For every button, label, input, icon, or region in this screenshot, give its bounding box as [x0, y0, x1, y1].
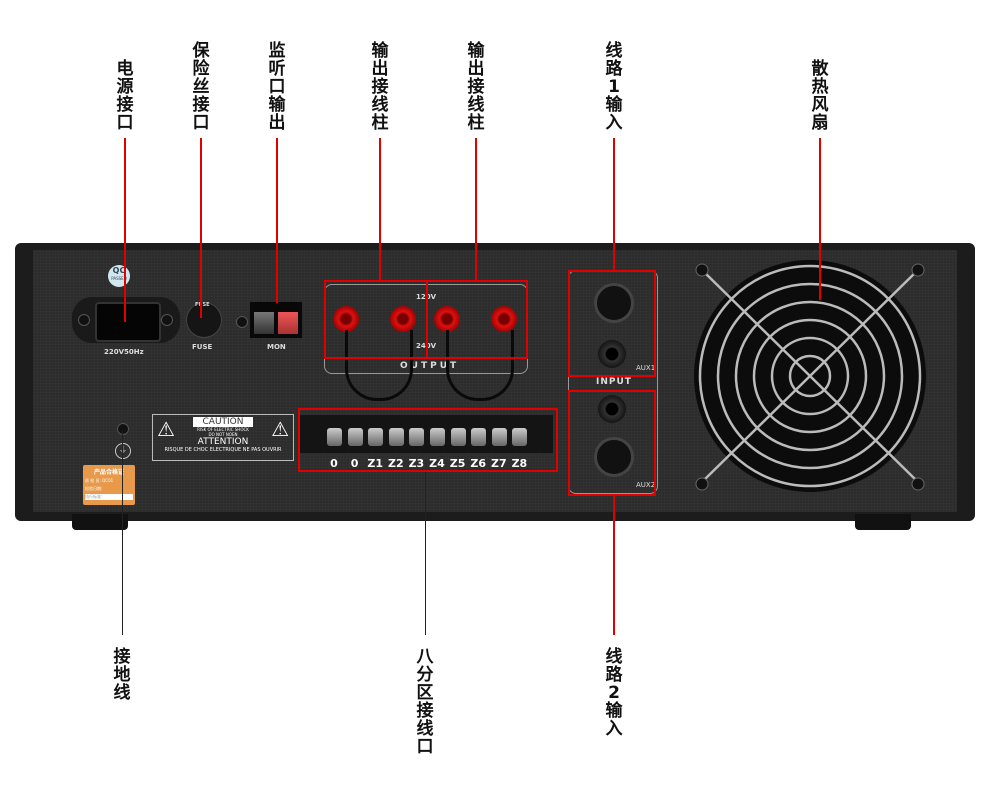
terminal-screw-icon	[450, 428, 466, 446]
attention-sub: RISQUE DE CHOC ELECTRIQUE NE PAS OUVRIR	[164, 447, 282, 453]
caution-sub2: DO NOT NOEN	[208, 432, 238, 437]
warning-icon: ⚠	[271, 417, 289, 441]
terminal-screw-icon	[347, 428, 363, 446]
label-monitor-output: 监听口输出	[268, 41, 286, 133]
xlr-input-aux2[interactable]	[594, 437, 634, 477]
callout-line	[122, 430, 123, 635]
terminal-label: Z1	[367, 457, 383, 470]
ground-screw-icon	[117, 423, 129, 435]
terminal-block	[300, 415, 553, 453]
sticker-line: 执行标准:	[85, 494, 133, 500]
foot-left	[72, 514, 128, 530]
label-zone-terminals: 八分区接线口	[416, 647, 434, 757]
input-label: INPUT	[596, 377, 632, 387]
binding-post-icon	[333, 306, 359, 332]
qc-badge: QC PASSED	[108, 265, 130, 287]
xlr-input-aux1[interactable]	[594, 283, 634, 323]
binding-post-icon	[390, 306, 416, 332]
screw-icon	[78, 314, 90, 326]
terminal-label: 0	[350, 457, 359, 470]
highlight-output-right	[426, 280, 528, 359]
fuse-label: FUSE	[192, 343, 213, 351]
qc-sub: PASSED	[111, 276, 127, 281]
callout-line	[276, 138, 278, 303]
qc-text: QC	[112, 266, 126, 275]
label-cooling-fan: 散热风扇	[811, 59, 829, 133]
terminal-label: Z2	[387, 457, 404, 470]
terminal-label: Z3	[408, 457, 425, 470]
jumper-wire	[446, 330, 514, 401]
mon-speaker-terminal	[250, 302, 302, 338]
callout-line	[613, 138, 615, 270]
terminal-label: Z7	[490, 457, 507, 470]
terminal-screw-icon	[512, 428, 528, 446]
terminal-screw-icon	[491, 428, 507, 446]
jumper-wire	[345, 330, 413, 401]
callout-line	[475, 138, 477, 280]
foot-right	[855, 514, 911, 530]
callout-line	[819, 138, 821, 300]
power-label: 220V50Hz	[104, 348, 144, 356]
fuse-holder	[186, 302, 222, 338]
terminal-screw-icon	[409, 428, 425, 446]
callout-line	[613, 496, 615, 635]
label-output-posts-2: 输出接线柱	[467, 41, 485, 133]
terminal-label: Z5	[449, 457, 466, 470]
label-ground: 接地线	[113, 647, 131, 703]
aux1-label: AUX1	[636, 364, 656, 372]
fuse-top-label: FUSE	[195, 302, 210, 308]
highlight-aux2	[568, 390, 656, 496]
caution-text: CAUTION	[193, 417, 253, 427]
label-line2-input: 线路2输入	[605, 647, 623, 739]
aux2-label: AUX2	[636, 481, 656, 489]
highlight-aux1	[568, 270, 656, 377]
jack-input-aux1[interactable]	[598, 340, 626, 368]
attention-text: ATTENTION	[197, 437, 249, 447]
screw-icon	[236, 316, 248, 328]
label-power-inlet: 电源接口	[116, 59, 134, 133]
qc-sticker: 产品合格证 质 检 员: QC01 检验日期: 执行标准:	[83, 465, 135, 505]
label-line1-input: 线路1输入	[605, 41, 623, 133]
callout-line	[425, 472, 426, 635]
label-fuse: 保险丝接口	[192, 41, 210, 133]
callout-line	[200, 138, 202, 318]
callout-line	[379, 138, 381, 280]
warning-icon: ⚠	[157, 417, 175, 441]
terminal-screw-icon	[368, 428, 384, 446]
sticker-title: 产品合格证	[93, 469, 124, 476]
ground-symbol-icon: ⏚	[115, 443, 131, 459]
terminal-label: Z8	[511, 457, 528, 470]
terminal-label: Z6	[470, 457, 486, 470]
terminal-screw-icon	[471, 428, 487, 446]
jack-input-aux2[interactable]	[598, 395, 626, 423]
caution-sub1: RISK OF ELECTRIC SHOCK	[197, 427, 249, 432]
callout-line	[124, 138, 126, 322]
label-output-posts-1: 输出接线柱	[371, 41, 389, 133]
mon-label: MON	[267, 343, 286, 351]
cooling-fan-icon	[694, 260, 926, 492]
iec-socket	[95, 302, 161, 342]
terminal-screw-icon	[327, 428, 342, 446]
terminal-label: Z4	[429, 457, 445, 470]
terminal-screw-icon	[388, 428, 404, 446]
terminal-screw-icon	[430, 428, 445, 446]
mon-red-clip	[278, 312, 298, 334]
caution-label: ⚠ ⚠ CAUTION RISK OF ELECTRIC SHOCK DO NO…	[152, 414, 294, 461]
sticker-line: 质 检 员: QC01	[85, 478, 114, 483]
binding-post-icon	[491, 306, 517, 332]
terminal-label: 0	[330, 457, 338, 470]
highlight-output-left	[324, 280, 428, 359]
output-label: OUTPUT	[400, 361, 460, 371]
binding-post-icon	[434, 306, 460, 332]
mon-black-clip	[254, 312, 274, 334]
screw-icon	[161, 314, 173, 326]
sticker-line: 检验日期:	[85, 486, 103, 491]
highlight-terminal-block	[298, 408, 558, 472]
